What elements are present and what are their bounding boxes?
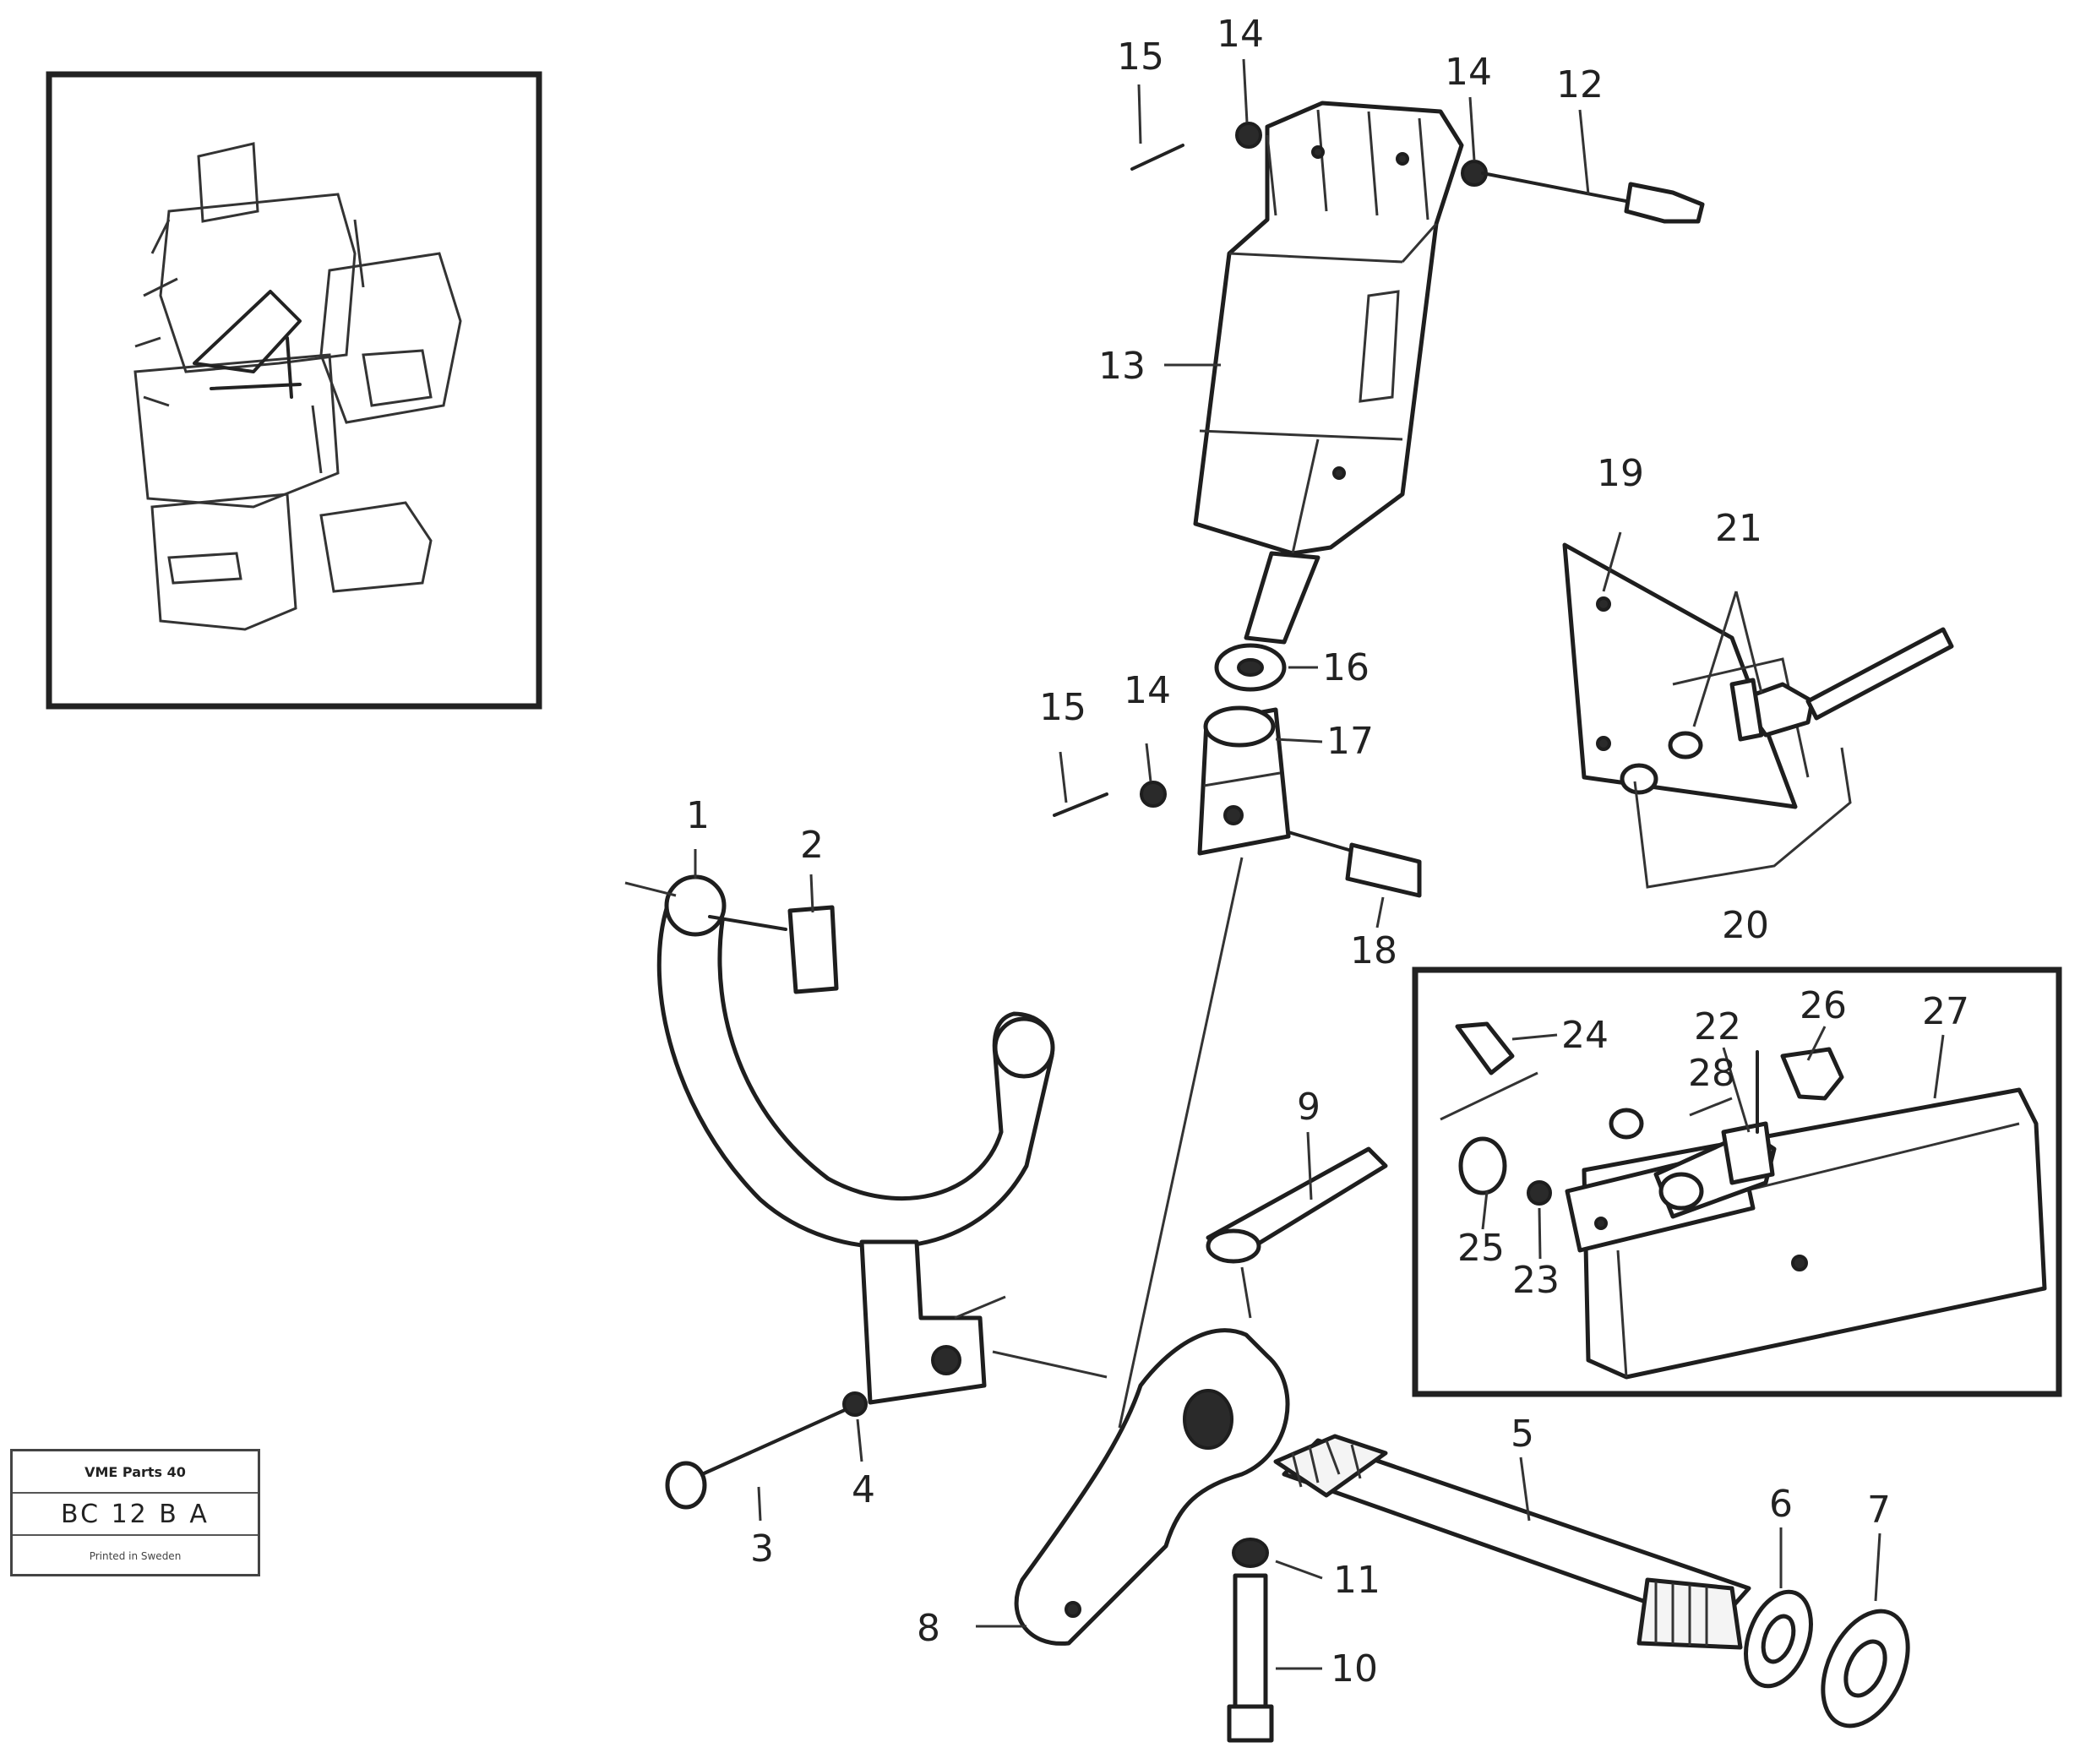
part-1-shift-fork	[624, 874, 1108, 1405]
part-5-shaft	[1273, 1434, 1751, 1650]
part-9-key	[1206, 1146, 1388, 1319]
label-8: 8	[917, 1607, 940, 1650]
label-14-top: 14	[1217, 13, 1264, 56]
part-19-bracket	[1562, 542, 1954, 889]
label-4: 4	[852, 1468, 875, 1511]
label-28: 28	[1688, 1052, 1735, 1095]
part-4-nut	[842, 1391, 868, 1417]
label-2: 2	[800, 824, 824, 867]
part-12-screw	[1481, 172, 1705, 224]
reference-box: VME Parts 40 BC 12 B A Printed in Sweden	[10, 1449, 260, 1576]
label-16: 16	[1322, 646, 1369, 689]
label-21: 21	[1715, 507, 1762, 550]
part-3-bolt	[665, 1401, 863, 1510]
label-14-mid: 14	[1124, 669, 1171, 712]
label-9: 9	[1297, 1086, 1320, 1129]
label-25: 25	[1457, 1227, 1505, 1270]
label-6: 6	[1769, 1483, 1793, 1526]
part-18-bolt	[1287, 830, 1422, 898]
overview-gearbox-sketch	[133, 142, 462, 631]
label-13: 13	[1098, 345, 1146, 388]
part-6-washer	[1744, 1589, 1813, 1689]
leader-lines	[694, 58, 1945, 1670]
label-20: 20	[1722, 904, 1769, 947]
label-19: 19	[1597, 452, 1644, 495]
label-22: 22	[1694, 1005, 1741, 1048]
label-10: 10	[1331, 1647, 1378, 1690]
label-12: 12	[1556, 63, 1604, 106]
reference-line-1: VME Parts 40	[13, 1451, 258, 1494]
part-15-bolts	[1053, 144, 1184, 817]
label-17: 17	[1326, 720, 1374, 763]
part-8-lever	[1014, 1328, 1290, 1646]
label-23: 23	[1512, 1259, 1560, 1302]
part-16-washer	[1214, 643, 1287, 692]
label-27: 27	[1922, 990, 1969, 1033]
part-10-bolt	[1227, 1573, 1274, 1743]
label-3: 3	[750, 1527, 774, 1571]
part-7-ring	[1821, 1609, 1910, 1729]
detail-frame	[1412, 966, 2062, 1397]
label-15-mid: 15	[1039, 686, 1086, 729]
centre-line	[1118, 857, 1244, 1429]
reference-code: BC 12 B A	[13, 1494, 258, 1536]
part-17-block	[1197, 705, 1291, 856]
overview-frame	[46, 71, 542, 710]
callout-labels: 15 14 14 12 13 16 17 18 15 14 19 21 20 1…	[686, 13, 1969, 1690]
label-26: 26	[1800, 984, 1847, 1027]
part-2-pin	[708, 905, 839, 994]
part-11-washer	[1232, 1538, 1269, 1568]
label-1: 1	[686, 794, 710, 837]
reference-line-3: Printed in Sweden	[89, 1550, 182, 1562]
overview-inset	[46, 71, 542, 710]
detail-inset	[1412, 966, 2062, 1397]
label-11: 11	[1333, 1559, 1380, 1602]
label-7: 7	[1867, 1489, 1891, 1532]
part-13-housing	[1193, 101, 1464, 645]
label-15-top: 15	[1117, 35, 1164, 79]
label-5: 5	[1511, 1413, 1534, 1456]
label-14-right: 14	[1445, 51, 1492, 94]
label-24: 24	[1561, 1014, 1609, 1057]
label-18: 18	[1350, 929, 1397, 972]
